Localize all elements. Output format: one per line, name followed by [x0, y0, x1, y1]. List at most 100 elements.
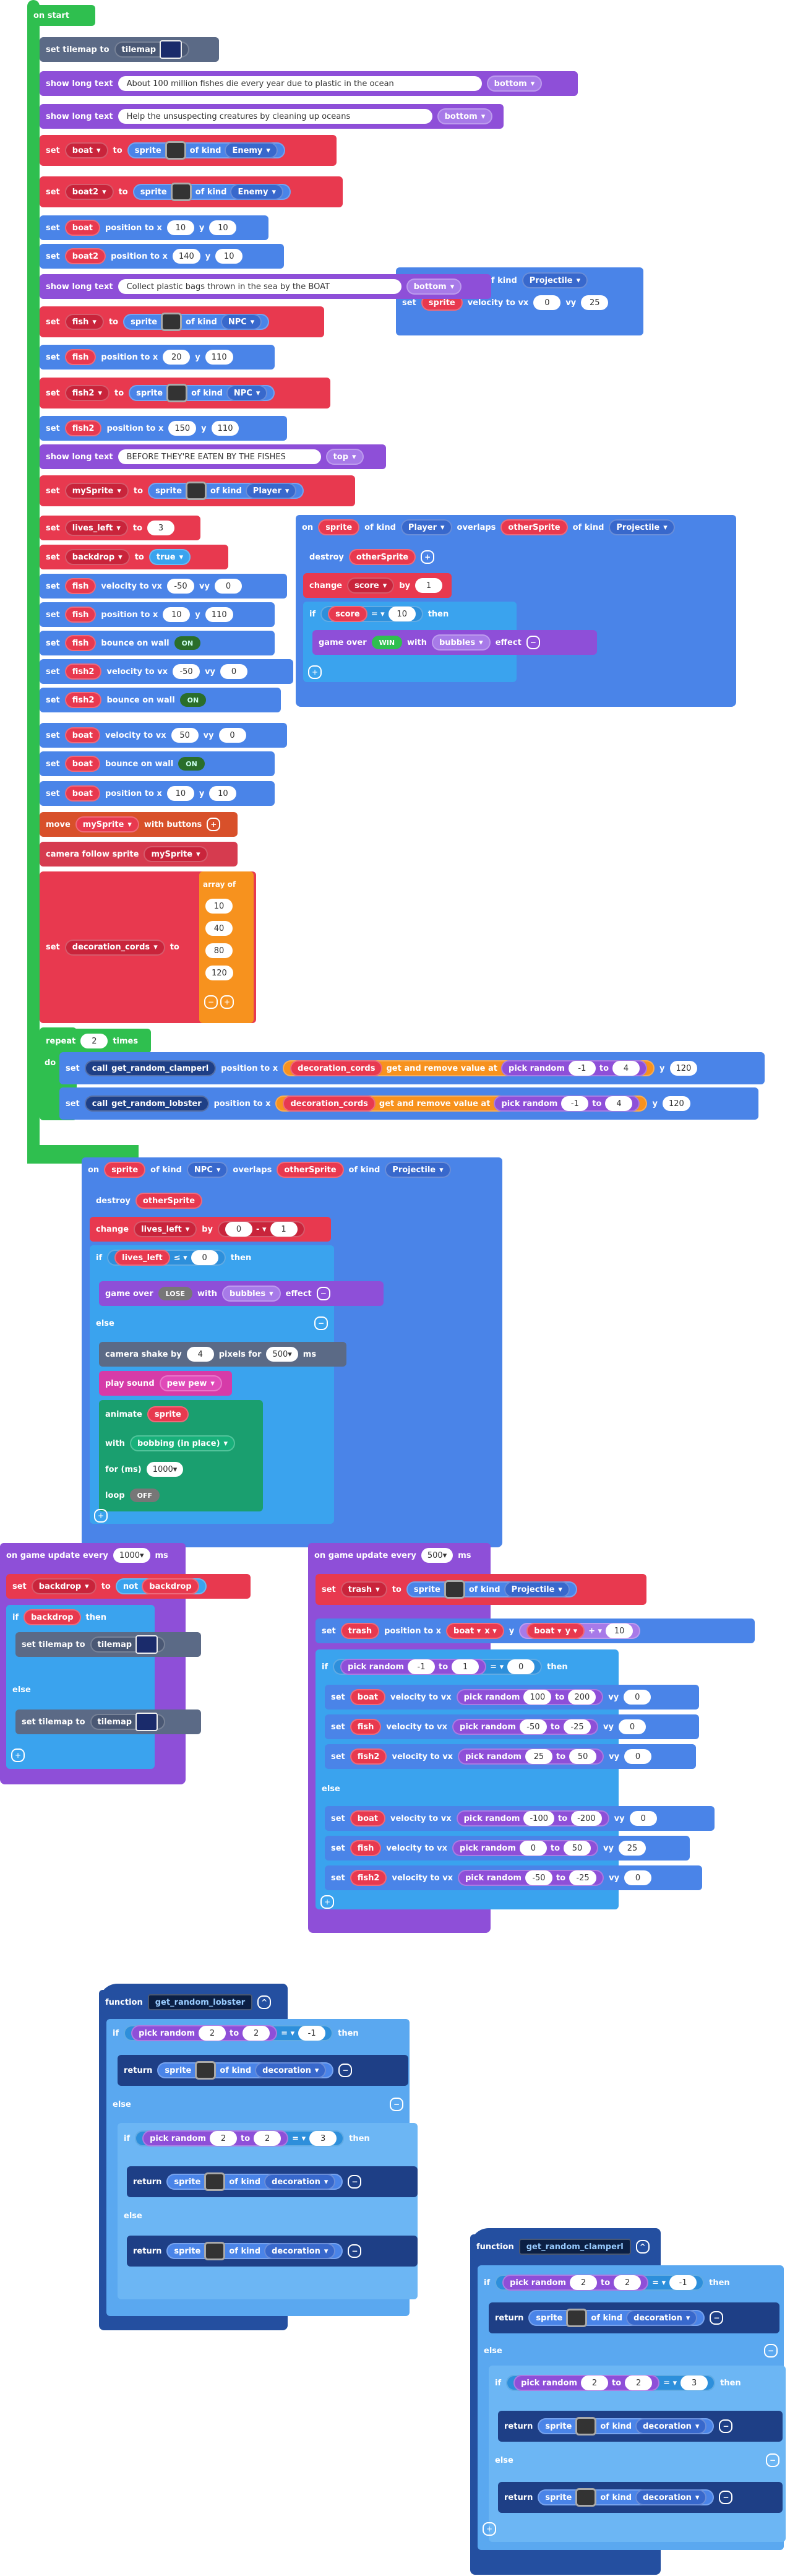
x-value[interactable]: 10 — [163, 607, 191, 622]
function-collapse-icon[interactable]: ^ — [635, 2240, 650, 2254]
var-fish2[interactable]: fish2 — [350, 1870, 387, 1886]
le-operator[interactable]: ≤ — [174, 1253, 187, 1263]
game-over-lose[interactable]: game over LOSE with bubbles effect − — [99, 1281, 384, 1306]
vx-value[interactable]: -50 — [167, 579, 195, 594]
boat2-image-icon[interactable] — [170, 183, 192, 201]
max-value[interactable]: 2 — [254, 2131, 281, 2146]
pick-random[interactable]: pick random 2 to 2 — [131, 2025, 278, 2041]
long-text-4[interactable]: BEFORE THEY'RE EATEN BY THE FISHES — [118, 449, 321, 464]
animate-with-row[interactable]: with bobbing (in place) — [99, 1431, 263, 1456]
sprite-of-kind[interactable]: sprite of kind Player — [148, 482, 304, 500]
animate-loop-row[interactable]: loop OFF — [99, 1483, 263, 1508]
right-operand[interactable]: 1 — [270, 1222, 298, 1237]
else-row[interactable]: else — [6, 1677, 155, 1702]
else-minus-icon[interactable]: − — [314, 1316, 328, 1330]
clamperl2-image-icon[interactable] — [575, 2417, 597, 2436]
kind-npc[interactable]: NPC — [226, 385, 268, 401]
show-long-text-3[interactable]: show long text Collect plastic bags thro… — [40, 274, 491, 299]
var-boat[interactable]: boat — [64, 756, 101, 772]
collapse-minus-icon[interactable]: − — [348, 2175, 362, 2189]
sprite-of-kind[interactable]: sprite of kind Enemy — [132, 183, 291, 201]
subtract-op[interactable]: 0 - 1 — [218, 1221, 305, 1237]
array-item-3[interactable]: 120 — [205, 966, 233, 980]
loop-toggle[interactable]: OFF — [129, 1489, 160, 1502]
set-tilemap-1[interactable]: set tilemap to tilemap — [15, 1632, 201, 1657]
var-mysprite[interactable]: mySprite — [64, 483, 129, 499]
min-value[interactable]: 2 — [581, 2375, 608, 2390]
min-value[interactable]: 2 — [570, 2275, 597, 2290]
compare-lives[interactable]: lives_left ≤ 0 — [107, 1250, 226, 1266]
position-dropdown-1[interactable]: bottom — [486, 76, 543, 92]
compare-value[interactable]: -1 — [298, 2026, 326, 2041]
repeat-header[interactable]: repeat 2 times — [40, 1029, 151, 1053]
get-remove-lobster[interactable]: decoration_cords get and remove value at… — [275, 1096, 648, 1112]
var-decoration-cords[interactable]: decoration_cords — [283, 1096, 376, 1112]
kind-projectile[interactable]: Projectile — [609, 519, 675, 535]
fish-image-icon[interactable] — [161, 313, 182, 331]
pick-random[interactable]: pick random 0 to 50 — [452, 1840, 599, 1856]
vy-value[interactable]: 0 — [629, 1811, 657, 1826]
position-dropdown-4[interactable]: top — [325, 449, 364, 465]
var-fish[interactable]: fish — [64, 314, 104, 330]
set-boat-velocity[interactable]: set boat velocity to vx 50 vy 0 — [40, 723, 287, 748]
then-fish2-velocity[interactable]: set fish2 velocity to vx pick random 25 … — [325, 1744, 696, 1769]
on-start-hat[interactable] — [27, 0, 40, 1164]
min-value[interactable]: -1 — [568, 1061, 596, 1076]
long-text-1[interactable]: About 100 million fishes die every year … — [118, 76, 482, 91]
sprite-of-kind[interactable]: sprite of kind decoration — [166, 2242, 343, 2260]
var-othersprite[interactable]: otherSprite — [277, 1162, 344, 1178]
compare-random[interactable]: pick random -1 to 1 = 0 — [333, 1659, 543, 1675]
y-value[interactable]: 110 — [205, 607, 233, 622]
bounce-toggle[interactable]: ON — [179, 693, 207, 707]
set-fish-bounce[interactable]: set fish bounce on wall ON — [40, 631, 275, 655]
set-fish2-bounce[interactable]: set fish2 bounce on wall ON — [40, 688, 281, 712]
array-of-block[interactable]: array of 10 40 80 120 − + — [199, 871, 254, 1023]
kind-decoration[interactable]: decoration — [255, 2062, 327, 2078]
else-inner-row[interactable]: else — [118, 2203, 418, 2228]
tilemap-picker[interactable]: tilemap — [90, 1635, 166, 1654]
kind-player[interactable]: Player — [245, 483, 297, 499]
max-value[interactable]: 50 — [564, 1841, 591, 1856]
vy-value[interactable]: 0 — [619, 1719, 646, 1734]
lose-toggle[interactable]: LOSE — [158, 1287, 193, 1300]
function-collapse-icon[interactable]: ^ — [257, 1995, 272, 2009]
expand-plus-icon[interactable]: + — [207, 818, 221, 831]
change-lives[interactable]: change lives_left by 0 - 1 — [90, 1217, 331, 1242]
vy-value[interactable]: 0 — [218, 728, 246, 743]
kind-decoration[interactable]: decoration — [264, 2243, 336, 2259]
var-fish[interactable]: fish — [350, 1840, 382, 1856]
change-score[interactable]: change score by 1 — [303, 573, 452, 598]
pick-random[interactable]: pick random -1 to 4 — [494, 1096, 640, 1112]
var-lives-left[interactable]: lives_left — [64, 520, 128, 536]
shake-duration[interactable]: 500 — [266, 1347, 298, 1362]
repeat-count[interactable]: 2 — [80, 1034, 108, 1048]
var-fish2[interactable]: fish2 — [64, 385, 109, 401]
position-dropdown-3[interactable]: bottom — [406, 279, 462, 295]
eq-operator[interactable]: = — [663, 2379, 677, 2388]
then-boat-velocity[interactable]: set boat velocity to vx pick random 100 … — [325, 1685, 699, 1709]
max-value[interactable]: -25 — [569, 1870, 597, 1885]
call-lobster-row[interactable]: set call get_random_lobster position to … — [59, 1087, 758, 1120]
var-trash[interactable]: trash — [340, 1623, 380, 1639]
sprite-of-kind[interactable]: sprite of kind decoration — [538, 2488, 715, 2507]
var-boat[interactable]: boat — [350, 1689, 386, 1705]
sprite-of-kind[interactable]: sprite of kind Enemy — [127, 141, 285, 160]
min-value[interactable]: -50 — [519, 1719, 547, 1734]
long-text-3[interactable]: Collect plastic bags thrown in the sea b… — [118, 279, 401, 294]
max-value[interactable]: 4 — [612, 1061, 640, 1076]
var-lives-left[interactable]: lives_left — [114, 1250, 170, 1266]
max-value[interactable]: -200 — [571, 1811, 602, 1826]
var-othersprite[interactable]: otherSprite — [500, 519, 568, 535]
shake-amount[interactable]: 4 — [186, 1347, 214, 1362]
min-value[interactable]: 2 — [199, 2026, 226, 2041]
y-value[interactable]: 10 — [209, 786, 237, 801]
var-boat[interactable]: boat — [350, 1810, 386, 1826]
return-lobster-1[interactable]: return sprite of kind decoration − — [118, 2055, 408, 2086]
max-value[interactable]: -25 — [564, 1719, 591, 1734]
sprite-of-kind[interactable]: sprite of kind decoration — [528, 2309, 705, 2327]
set-trash-sprite[interactable]: set trash to sprite of kind Projectile — [316, 1574, 646, 1605]
set-boat-bounce[interactable]: set boat bounce on wall ON — [40, 751, 275, 776]
for-ms-value[interactable]: 1000 — [146, 1462, 184, 1477]
var-fish[interactable]: fish — [350, 1719, 382, 1735]
else-fish-velocity[interactable]: set fish velocity to vx pick random 0 to… — [325, 1836, 690, 1861]
